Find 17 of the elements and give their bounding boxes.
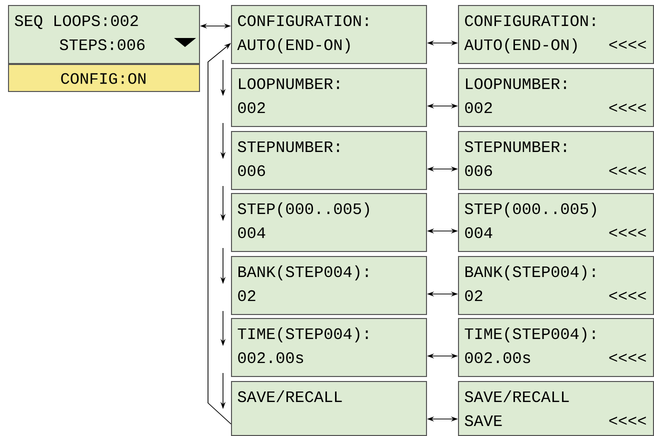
lcd-screen: STEPNUMBER: 006 — [231, 131, 427, 190]
lcd-screen: STEPNUMBER: 006 <<<< — [458, 131, 654, 190]
lcd-screen: TIME(STEP004): 002.00s — [231, 318, 427, 377]
lcd-screen: STEP(000..005) 004 — [231, 193, 427, 252]
lcd-screen: LOOPNUMBER: 002 <<<< — [458, 68, 654, 127]
arrow — [208, 43, 232, 424]
lcd-screen: BANK(STEP004): 02 — [231, 256, 427, 315]
lcd-screen: CONFIGURATION: AUTO(END-ON) — [231, 5, 427, 64]
lcd-screen: SAVE/RECALL — [231, 381, 427, 436]
lcd-screen: STEP(000..005) 004 <<<< — [458, 193, 654, 252]
lcd-screen: SEQ LOOPS:002 STEPS:006 — [8, 5, 200, 64]
lcd-screen: CONFIGURATION: AUTO(END-ON) <<<< — [458, 5, 654, 64]
lcd-screen: SAVE/RECALL SAVE <<<< — [458, 381, 654, 436]
lcd-screen: CONFIG:ON — [8, 64, 200, 92]
lcd-screen: BANK(STEP004): 02 <<<< — [458, 256, 654, 315]
lcd-screen: LOOPNUMBER: 002 — [231, 68, 427, 127]
lcd-screen: TIME(STEP004): 002.00s <<<< — [458, 318, 654, 377]
